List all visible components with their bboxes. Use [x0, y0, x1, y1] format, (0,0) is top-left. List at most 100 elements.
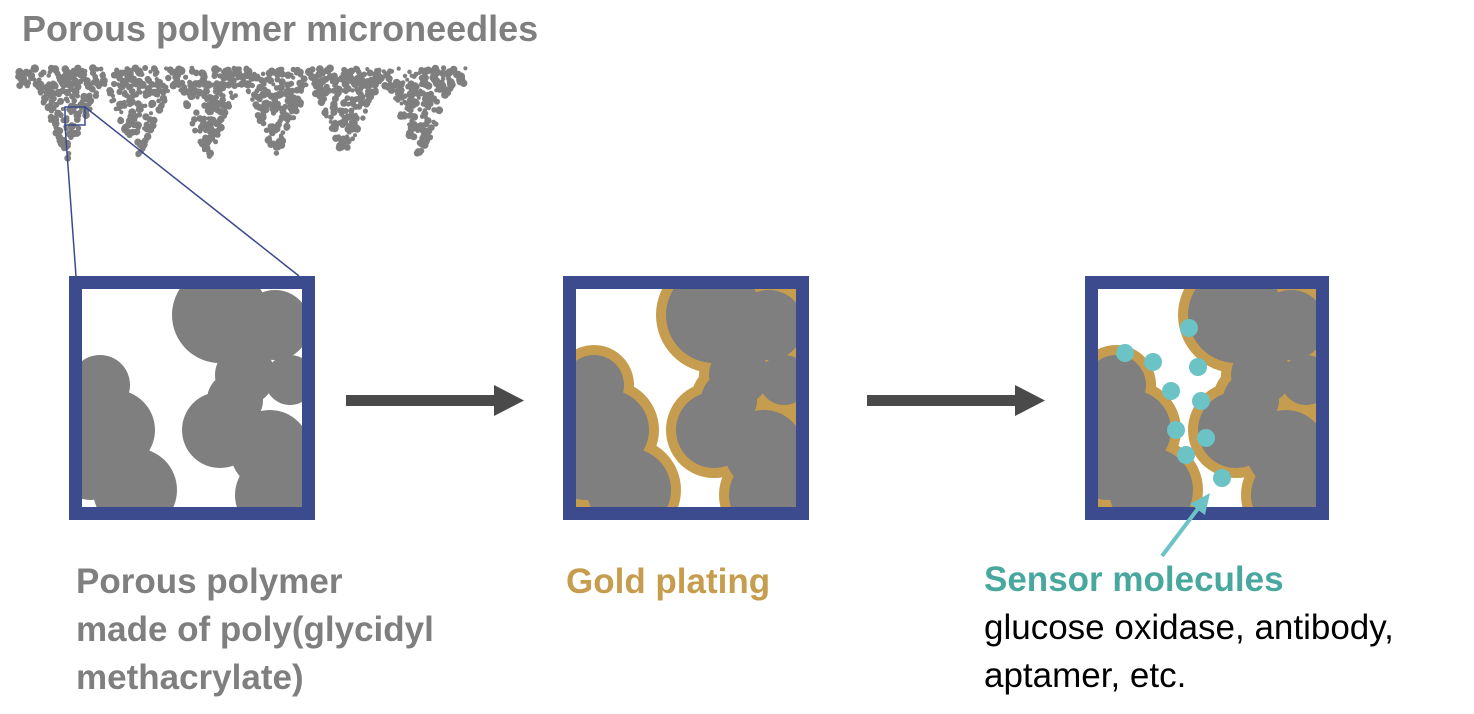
needle-dot	[260, 115, 265, 120]
needle-dot	[328, 114, 334, 120]
needle-dot	[248, 74, 256, 82]
needle-dot	[280, 114, 287, 121]
needle-dot	[121, 125, 126, 130]
needle-dot	[100, 77, 106, 83]
needle-dot	[385, 84, 391, 91]
needle-dot	[360, 115, 366, 121]
needle-dot	[24, 83, 30, 89]
needle-dot	[212, 88, 219, 95]
needle-dot	[463, 66, 468, 71]
needle-dot	[46, 81, 52, 87]
needle-dot	[336, 134, 342, 139]
needle-dot	[264, 136, 273, 144]
needle-dot	[437, 87, 443, 93]
needle-dot	[75, 130, 81, 137]
needle-dot	[197, 128, 203, 134]
particle	[666, 289, 762, 363]
needle-dot	[271, 101, 279, 109]
needle-dot	[259, 90, 268, 99]
needle-dot	[273, 150, 280, 156]
needle-dot	[111, 97, 117, 103]
sensor-molecule	[1144, 353, 1162, 371]
particle	[1188, 289, 1284, 363]
needle-dot	[118, 82, 126, 91]
needle-dot	[277, 105, 284, 111]
needle-dot	[279, 85, 284, 90]
sensor-molecule	[1189, 358, 1207, 376]
needle-dot	[270, 140, 277, 147]
needle-dot	[350, 100, 357, 108]
sensor-pointer-line	[1160, 504, 1202, 558]
needle-dot	[280, 130, 286, 136]
needle-dot	[409, 73, 414, 78]
needle-dot	[440, 65, 447, 71]
needle-dot	[209, 136, 216, 142]
microneedle-array	[15, 64, 468, 162]
needle-dot	[142, 137, 149, 144]
needle-dot	[172, 68, 178, 75]
needle-dot	[75, 93, 80, 99]
needle-dot	[219, 101, 227, 109]
needle-dot	[267, 123, 274, 129]
needle-dot	[421, 132, 430, 141]
needle-dot	[424, 91, 432, 99]
needle-dot	[246, 90, 251, 95]
needle-dot	[440, 76, 446, 81]
needle-dot	[253, 104, 260, 110]
needle-dot	[317, 98, 326, 106]
needle-dot	[16, 82, 24, 89]
needle-dot	[376, 67, 382, 74]
needle-dot	[136, 86, 142, 91]
needle-dot	[262, 86, 268, 92]
needle-dot	[159, 94, 167, 102]
needle-dot	[344, 135, 350, 142]
needle-dot	[340, 99, 348, 107]
needle-dot	[193, 69, 200, 77]
needle-dot	[66, 73, 74, 81]
panel-frame	[563, 276, 809, 520]
needle-dot	[134, 92, 139, 97]
needle-dot	[355, 103, 363, 110]
particle	[1251, 455, 1316, 507]
needle-dot	[250, 97, 255, 102]
needle-dot	[153, 67, 159, 72]
needle-dot	[92, 73, 99, 80]
zoom-line-right	[84, 106, 300, 277]
needle-dot	[195, 95, 200, 100]
needle-dot	[94, 66, 100, 72]
needle-dot	[53, 125, 59, 131]
needle-dot	[209, 116, 214, 121]
needle-dot	[27, 72, 36, 80]
needle-dot	[223, 67, 230, 75]
needle-dot	[159, 102, 165, 108]
needle-dot	[143, 126, 150, 133]
needle-dot	[260, 120, 267, 127]
needle-dot	[430, 70, 439, 79]
needle-dot	[189, 65, 195, 71]
needle-dot	[254, 88, 260, 94]
needle-dot	[349, 76, 357, 84]
sensor-pointer-head	[1190, 493, 1210, 515]
particle	[235, 455, 302, 507]
needle-dot	[187, 92, 195, 101]
needle-dot	[396, 66, 401, 71]
needle-dot	[219, 96, 226, 104]
needle-dot	[183, 74, 189, 80]
needle-dot	[358, 86, 364, 92]
needle-dot	[360, 77, 365, 83]
particle	[701, 372, 757, 428]
needle-dot	[323, 83, 330, 91]
needle-dot	[52, 106, 57, 112]
needle-dot	[330, 72, 338, 80]
sensor-molecule-dots	[1116, 319, 1231, 487]
needle-dot	[192, 88, 199, 95]
needle-dot	[364, 100, 371, 107]
needle-dot	[349, 96, 355, 102]
needle-dot	[51, 65, 60, 73]
needle-dot	[196, 115, 204, 122]
needle-dot	[322, 75, 330, 83]
needle-dot	[214, 107, 221, 114]
needle-dot	[353, 133, 357, 138]
needle-dot	[439, 69, 448, 78]
needle-dot	[57, 112, 64, 118]
